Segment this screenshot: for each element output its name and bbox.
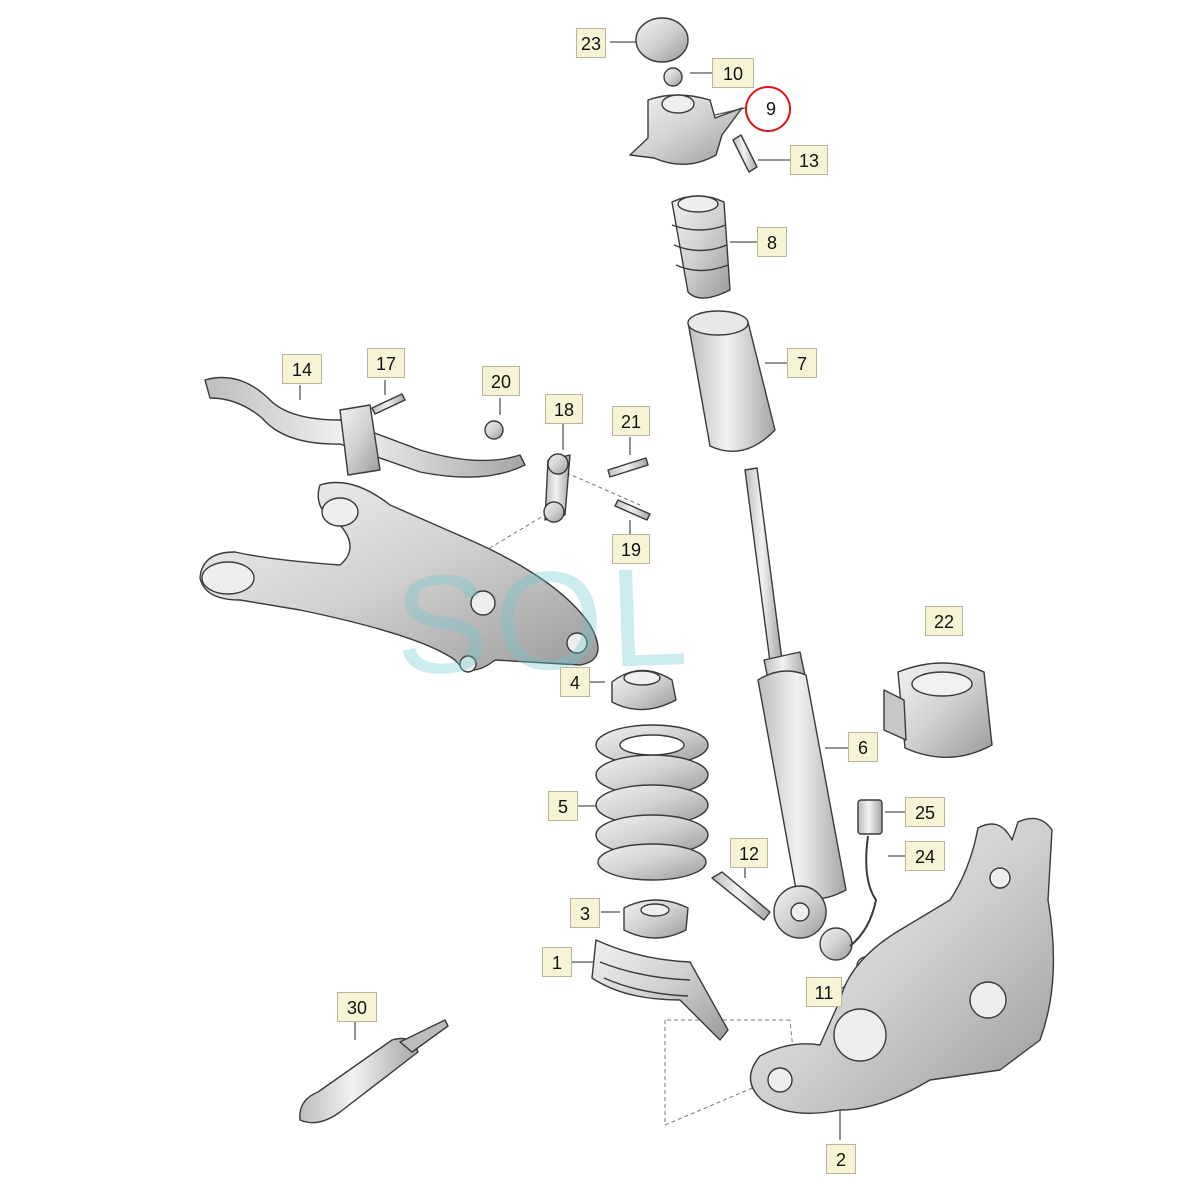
callout-12: 12 bbox=[730, 838, 768, 868]
callout-4: 4 bbox=[560, 667, 590, 697]
watermark: SOL bbox=[392, 536, 696, 705]
callout-3: 3 bbox=[570, 898, 600, 928]
callout-2: 2 bbox=[826, 1144, 856, 1174]
callout-1: 1 bbox=[542, 947, 572, 977]
callout-30: 30 bbox=[337, 992, 377, 1022]
callout-11: 11 bbox=[806, 977, 842, 1007]
callout-10: 10 bbox=[712, 58, 754, 88]
callout-18: 18 bbox=[545, 394, 583, 424]
callout-20: 20 bbox=[482, 366, 520, 396]
callout-25: 25 bbox=[905, 797, 945, 827]
callout-8: 8 bbox=[757, 227, 787, 257]
callout-9: 9 bbox=[765, 99, 776, 119]
callout-13: 13 bbox=[790, 145, 828, 175]
callout-19: 19 bbox=[612, 534, 650, 564]
callout-7: 7 bbox=[787, 348, 817, 378]
callout-24: 24 bbox=[905, 841, 945, 871]
callout-22: 22 bbox=[925, 606, 963, 636]
callout-6: 6 bbox=[848, 732, 878, 762]
callout-21: 21 bbox=[612, 406, 650, 436]
callout-23: 23 bbox=[576, 28, 607, 58]
callout-14: 14 bbox=[282, 354, 322, 384]
highlight-circle bbox=[745, 86, 791, 132]
callout-17: 17 bbox=[367, 348, 405, 378]
callout-5: 5 bbox=[548, 791, 578, 821]
